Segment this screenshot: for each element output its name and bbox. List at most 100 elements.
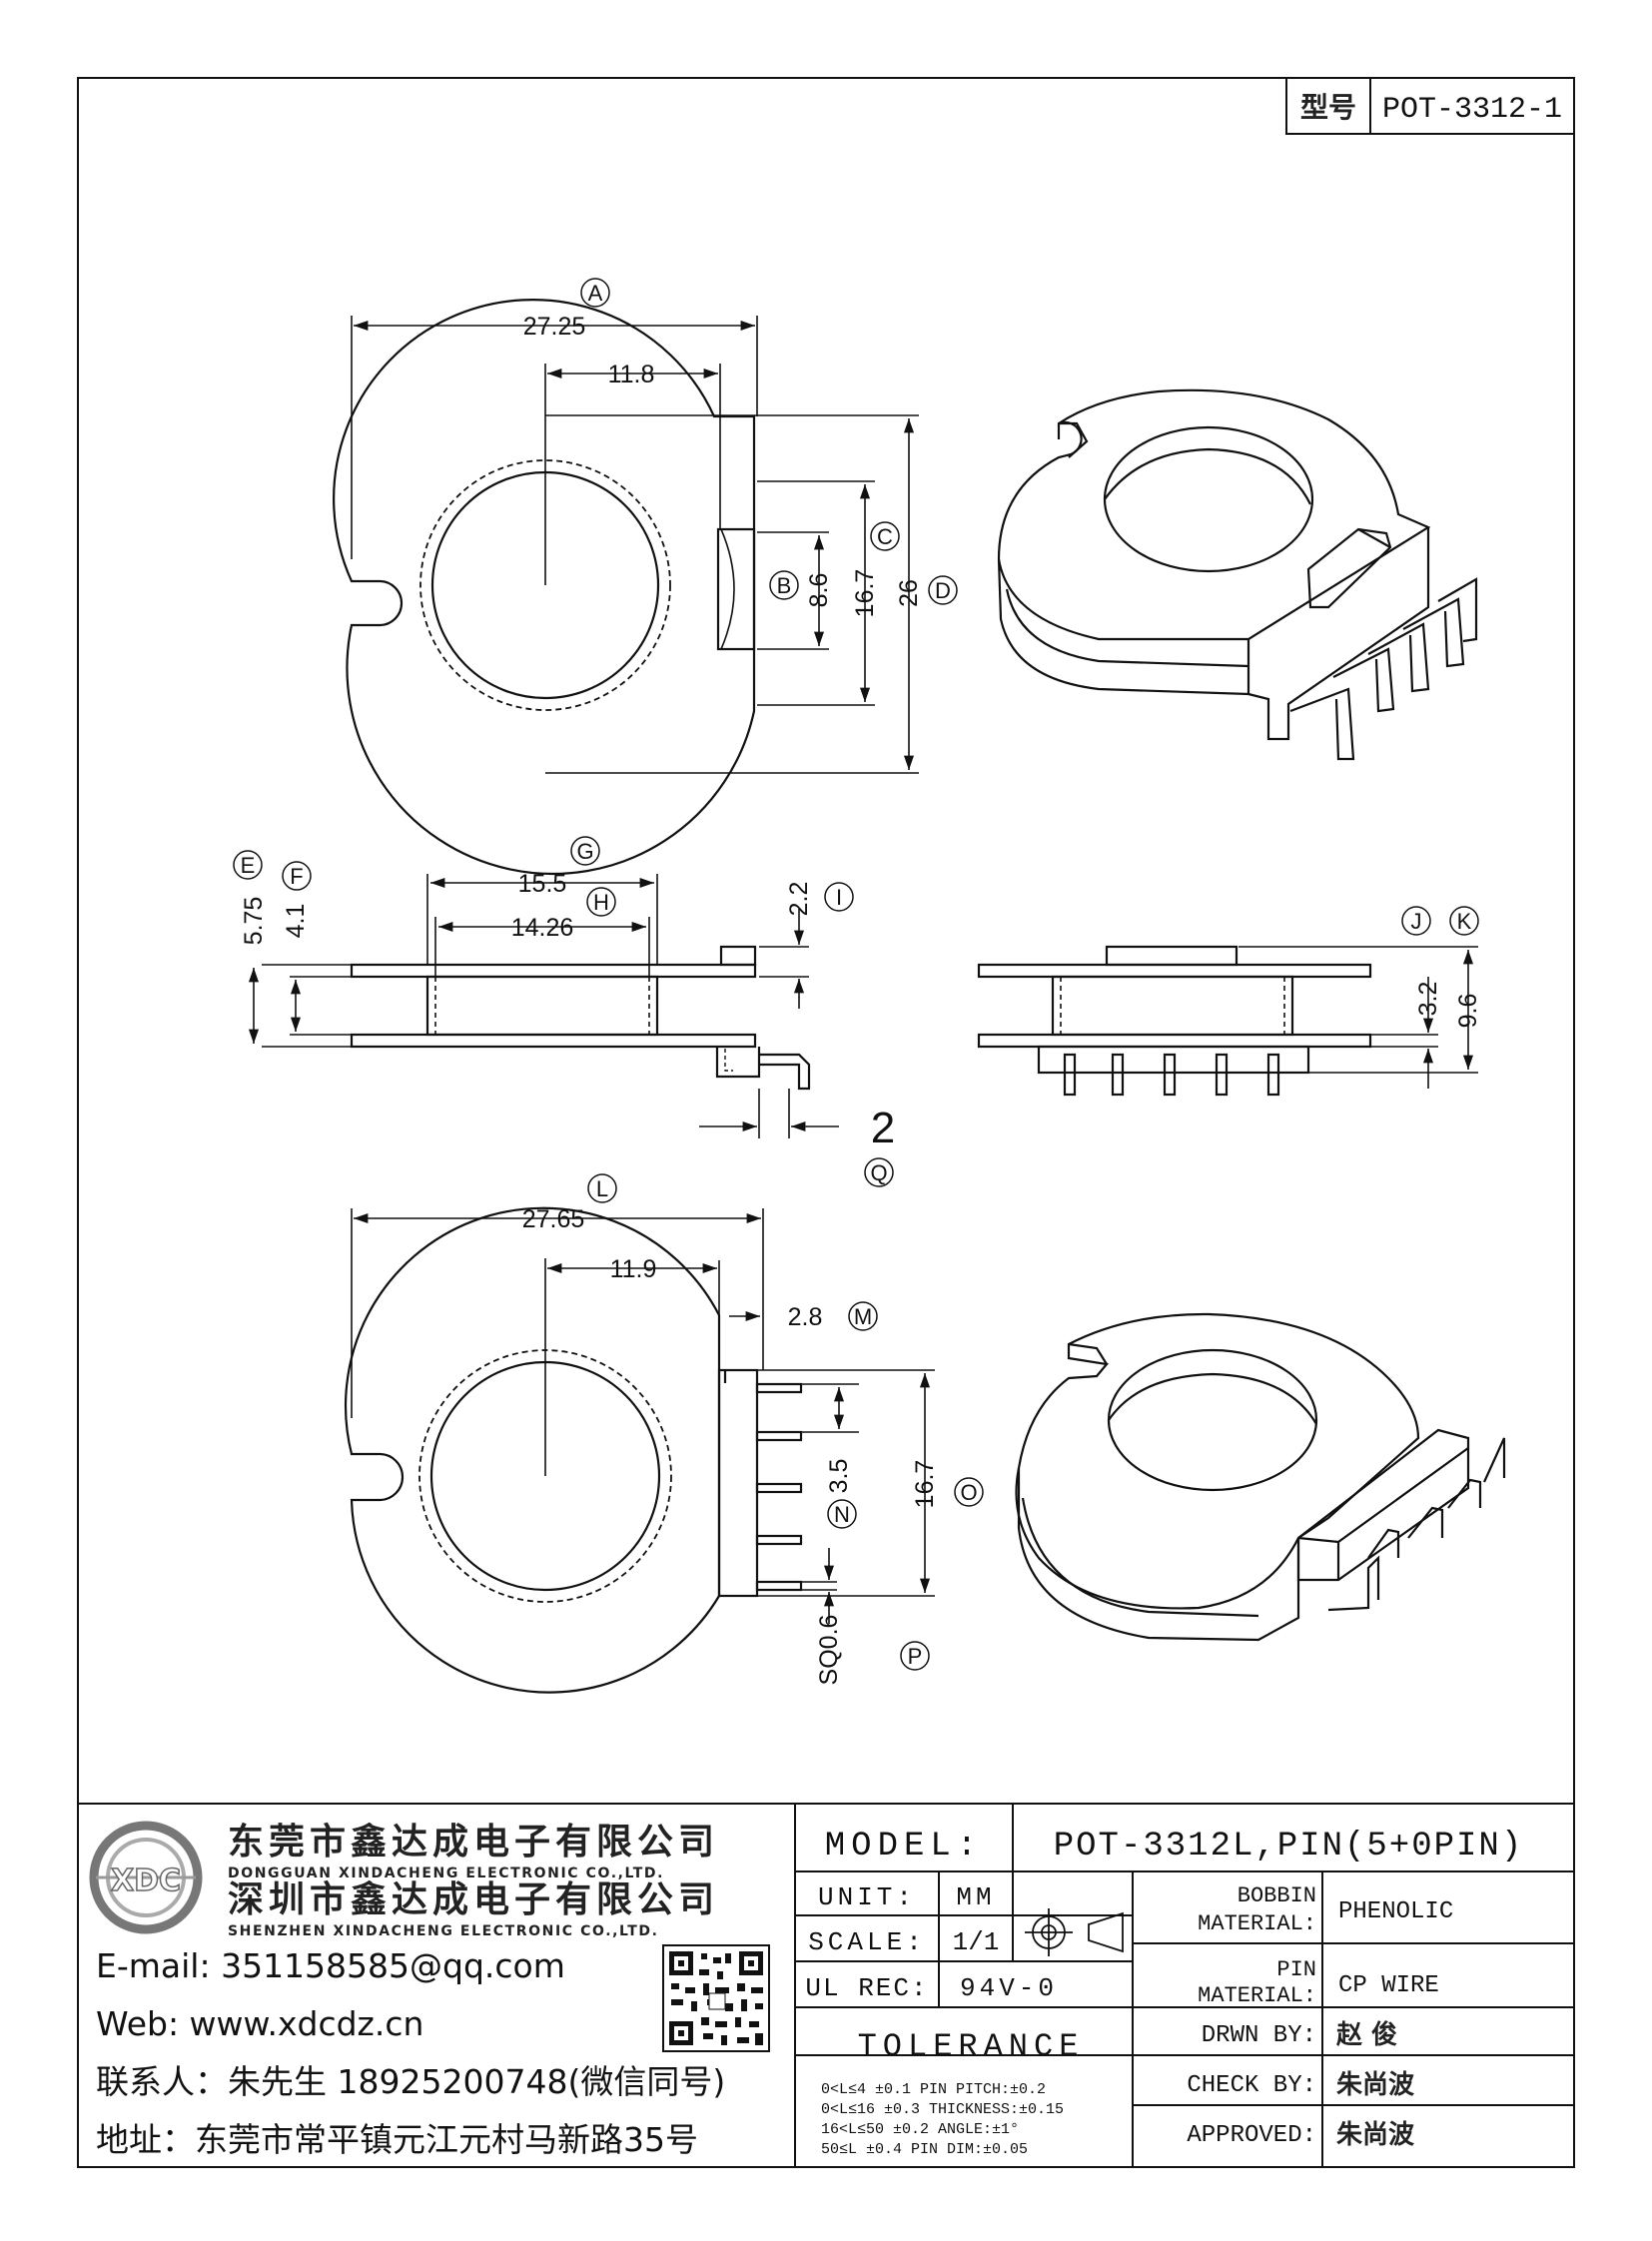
ul-value: 94V-0 [960, 1973, 1058, 2003]
letter-O: O [960, 1480, 977, 1505]
bottom-view-labels: 27.65 11.9 2.8 3.5 16.7 SQ0.6 L M N O P [522, 1173, 984, 1686]
pin-label-1: PIN [1276, 1957, 1316, 1982]
dim-K-value: 9.6 [1454, 994, 1482, 1029]
company-name-sz: 深圳市鑫达成电子有限公司 [228, 1879, 719, 1920]
model-tag-value: POT-3312-1 [1382, 93, 1562, 127]
letter-M: M [854, 1304, 872, 1329]
projection-symbol-icon [1025, 1908, 1124, 1956]
side-view-top-flange [350, 963, 757, 979]
top-view [333, 299, 919, 876]
company-name-dg: 东莞市鑫达成电子有限公司 [228, 1822, 719, 1863]
dim-M-value: 2.8 [788, 1303, 823, 1331]
front-view [977, 945, 1478, 1097]
letter-N: N [834, 1502, 850, 1527]
front-view-top-flange [977, 963, 1372, 979]
side-view-pin-block [715, 1047, 761, 1079]
model-tag: 型号 POT-3312-1 [1285, 77, 1575, 135]
letter-C: C [877, 524, 893, 549]
dim-inner-bottom-value: 11.9 [610, 1255, 657, 1283]
letter-Q: Q [870, 1160, 887, 1185]
scale-value: 1/1 [953, 1927, 1000, 1957]
company-panel: XDC 东莞市鑫达成电子有限公司 DONGGUAN XINDACHENG ELE… [89, 1821, 770, 2159]
sheet-border [77, 77, 1575, 2168]
letter-K: K [1457, 909, 1472, 934]
drawn-value: 赵 俊 [1335, 2019, 1397, 2050]
dim-Q-value: 2 [871, 1104, 895, 1152]
tolerance-label: TOLERANCE [858, 2028, 1085, 2065]
check-value: 朱尚波 [1336, 2070, 1415, 2100]
dim-G-value: 15.5 [518, 870, 567, 898]
letter-H: H [593, 890, 609, 915]
bobbin-value: PHENOLIC [1338, 1898, 1453, 1925]
bobbin-label-2: MATERIAL: [1198, 1911, 1316, 1936]
dim-F-value: 4.1 [282, 904, 310, 939]
qr-code-icon [662, 1944, 770, 2052]
side-view [248, 874, 839, 1138]
company-address: 地址：东莞市常平镇元江元村马新路35号 [96, 2120, 698, 2159]
tol-row-3: 16<L≤50 ±0.2 ANGLE:±1° [821, 2121, 1019, 2138]
bottom-view-pin-block [717, 1368, 759, 1598]
bobbin-label-1: BOBBIN [1238, 1883, 1316, 1908]
title-block-text: MODEL: POT-3312L,PIN(5+0PIN) UNIT: MM SC… [805, 1828, 1523, 2158]
letter-J: J [1411, 909, 1422, 934]
scale-label: SCALE: [808, 1927, 926, 1957]
dim-D-value: 26 [895, 579, 923, 607]
approved-label: APPROVED: [1187, 2122, 1316, 2149]
letter-A: A [588, 281, 603, 306]
side-view-core-rect [425, 975, 659, 1037]
front-view-labels: 3.2 9.6 J K [1401, 906, 1482, 1029]
letter-B: B [777, 573, 792, 598]
dim-inner-value: 11.8 [608, 361, 655, 388]
top-view-tab [716, 527, 756, 651]
dim-H-value: 14.26 [511, 914, 574, 942]
model-label: MODEL: [825, 1828, 983, 1866]
bottom-view-flange [344, 1206, 721, 1694]
logo-text: XDC [111, 1864, 181, 1898]
dim-B-value: 8.6 [805, 573, 833, 608]
dim-I-value: 2.2 [785, 882, 813, 917]
letter-I: I [836, 885, 842, 910]
letter-G: G [576, 839, 593, 864]
front-view-tab [1105, 945, 1239, 967]
dim-C-value: 16.7 [851, 569, 879, 618]
top-view-labels: 27.25 11.8 8.6 16.7 26 A B C D [523, 278, 958, 618]
drawn-label: DRWN BY: [1202, 2022, 1316, 2049]
dim-P-value: SQ0.6 [815, 1615, 843, 1686]
dim-E-value: 5.75 [240, 897, 268, 946]
approved-value: 朱尚波 [1336, 2120, 1415, 2150]
side-view-tab-top [719, 945, 757, 967]
dim-N-value: 3.5 [825, 1459, 853, 1494]
unit-label: UNIT: [818, 1882, 916, 1912]
side-view-labels: 5.75 4.1 15.5 14.26 2.2 2 E F G H I Q [233, 836, 895, 1187]
model-tag-label: 型号 [1300, 91, 1356, 124]
iso-view-bottom [1015, 1312, 1506, 1642]
dim-L-value: 27.65 [522, 1205, 585, 1233]
letter-P: P [908, 1644, 923, 1669]
iso-view-top [997, 388, 1478, 761]
letter-L: L [596, 1176, 608, 1201]
company-name-dg-en: DONGGUAN XINDACHENG ELECTRONIC CO.,LTD. [228, 1866, 664, 1881]
company-logo: XDC [89, 1821, 203, 1934]
company-contact: 联系人：朱先生 18925200748(微信同号) [96, 2062, 725, 2101]
model-value: POT-3312L,PIN(5+0PIN) [1054, 1828, 1523, 1866]
tol-row-2: 0<L≤16 ±0.3 THICKNESS:±0.15 [821, 2101, 1064, 2118]
dim-J-value: 3.2 [1414, 982, 1442, 1017]
top-view-flange-outline [427, 367, 754, 760]
letter-D: D [935, 578, 951, 603]
ul-label: UL REC: [805, 1973, 928, 2003]
dim-A-value: 27.25 [523, 313, 586, 341]
bottom-view [344, 1206, 935, 1694]
letter-F: F [290, 864, 303, 889]
dim-O-value: 16.7 [911, 1460, 939, 1509]
check-label: CHECK BY: [1187, 2072, 1316, 2099]
letter-E: E [241, 853, 256, 878]
tol-row-4: 50≤L ±0.4 PIN DIM:±0.05 [821, 2141, 1028, 2158]
top-view-bore-dashed [419, 459, 671, 711]
top-view-flange [333, 299, 756, 876]
company-web: Web: www.xdcdz.cn [96, 2004, 423, 2043]
pin-label-2: MATERIAL: [1198, 1983, 1316, 2008]
side-view-bottom-flange [350, 1033, 757, 1049]
tol-row-1: 0<L≤4 ±0.1 PIN PITCH:±0.2 [821, 2081, 1046, 2098]
company-email: E-mail: 351158585@qq.com [96, 1946, 565, 1985]
